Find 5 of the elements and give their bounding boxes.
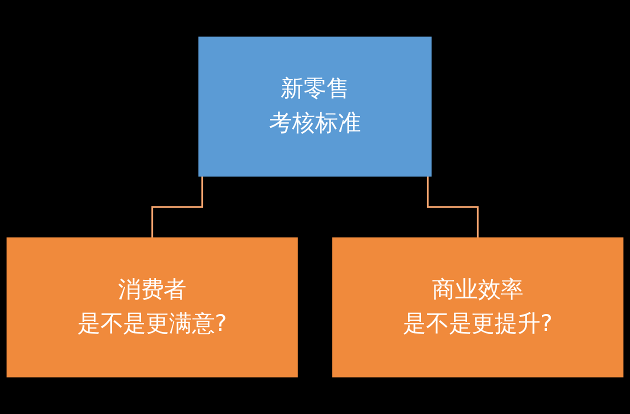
connector (151, 176, 204, 239)
node-box: 新零售 考核标准 (198, 36, 432, 177)
connector (426, 176, 479, 239)
node-box: 消费者 是不是更满意? (6, 237, 298, 378)
node-box: 商业效率 是不是更提升? (332, 237, 624, 378)
